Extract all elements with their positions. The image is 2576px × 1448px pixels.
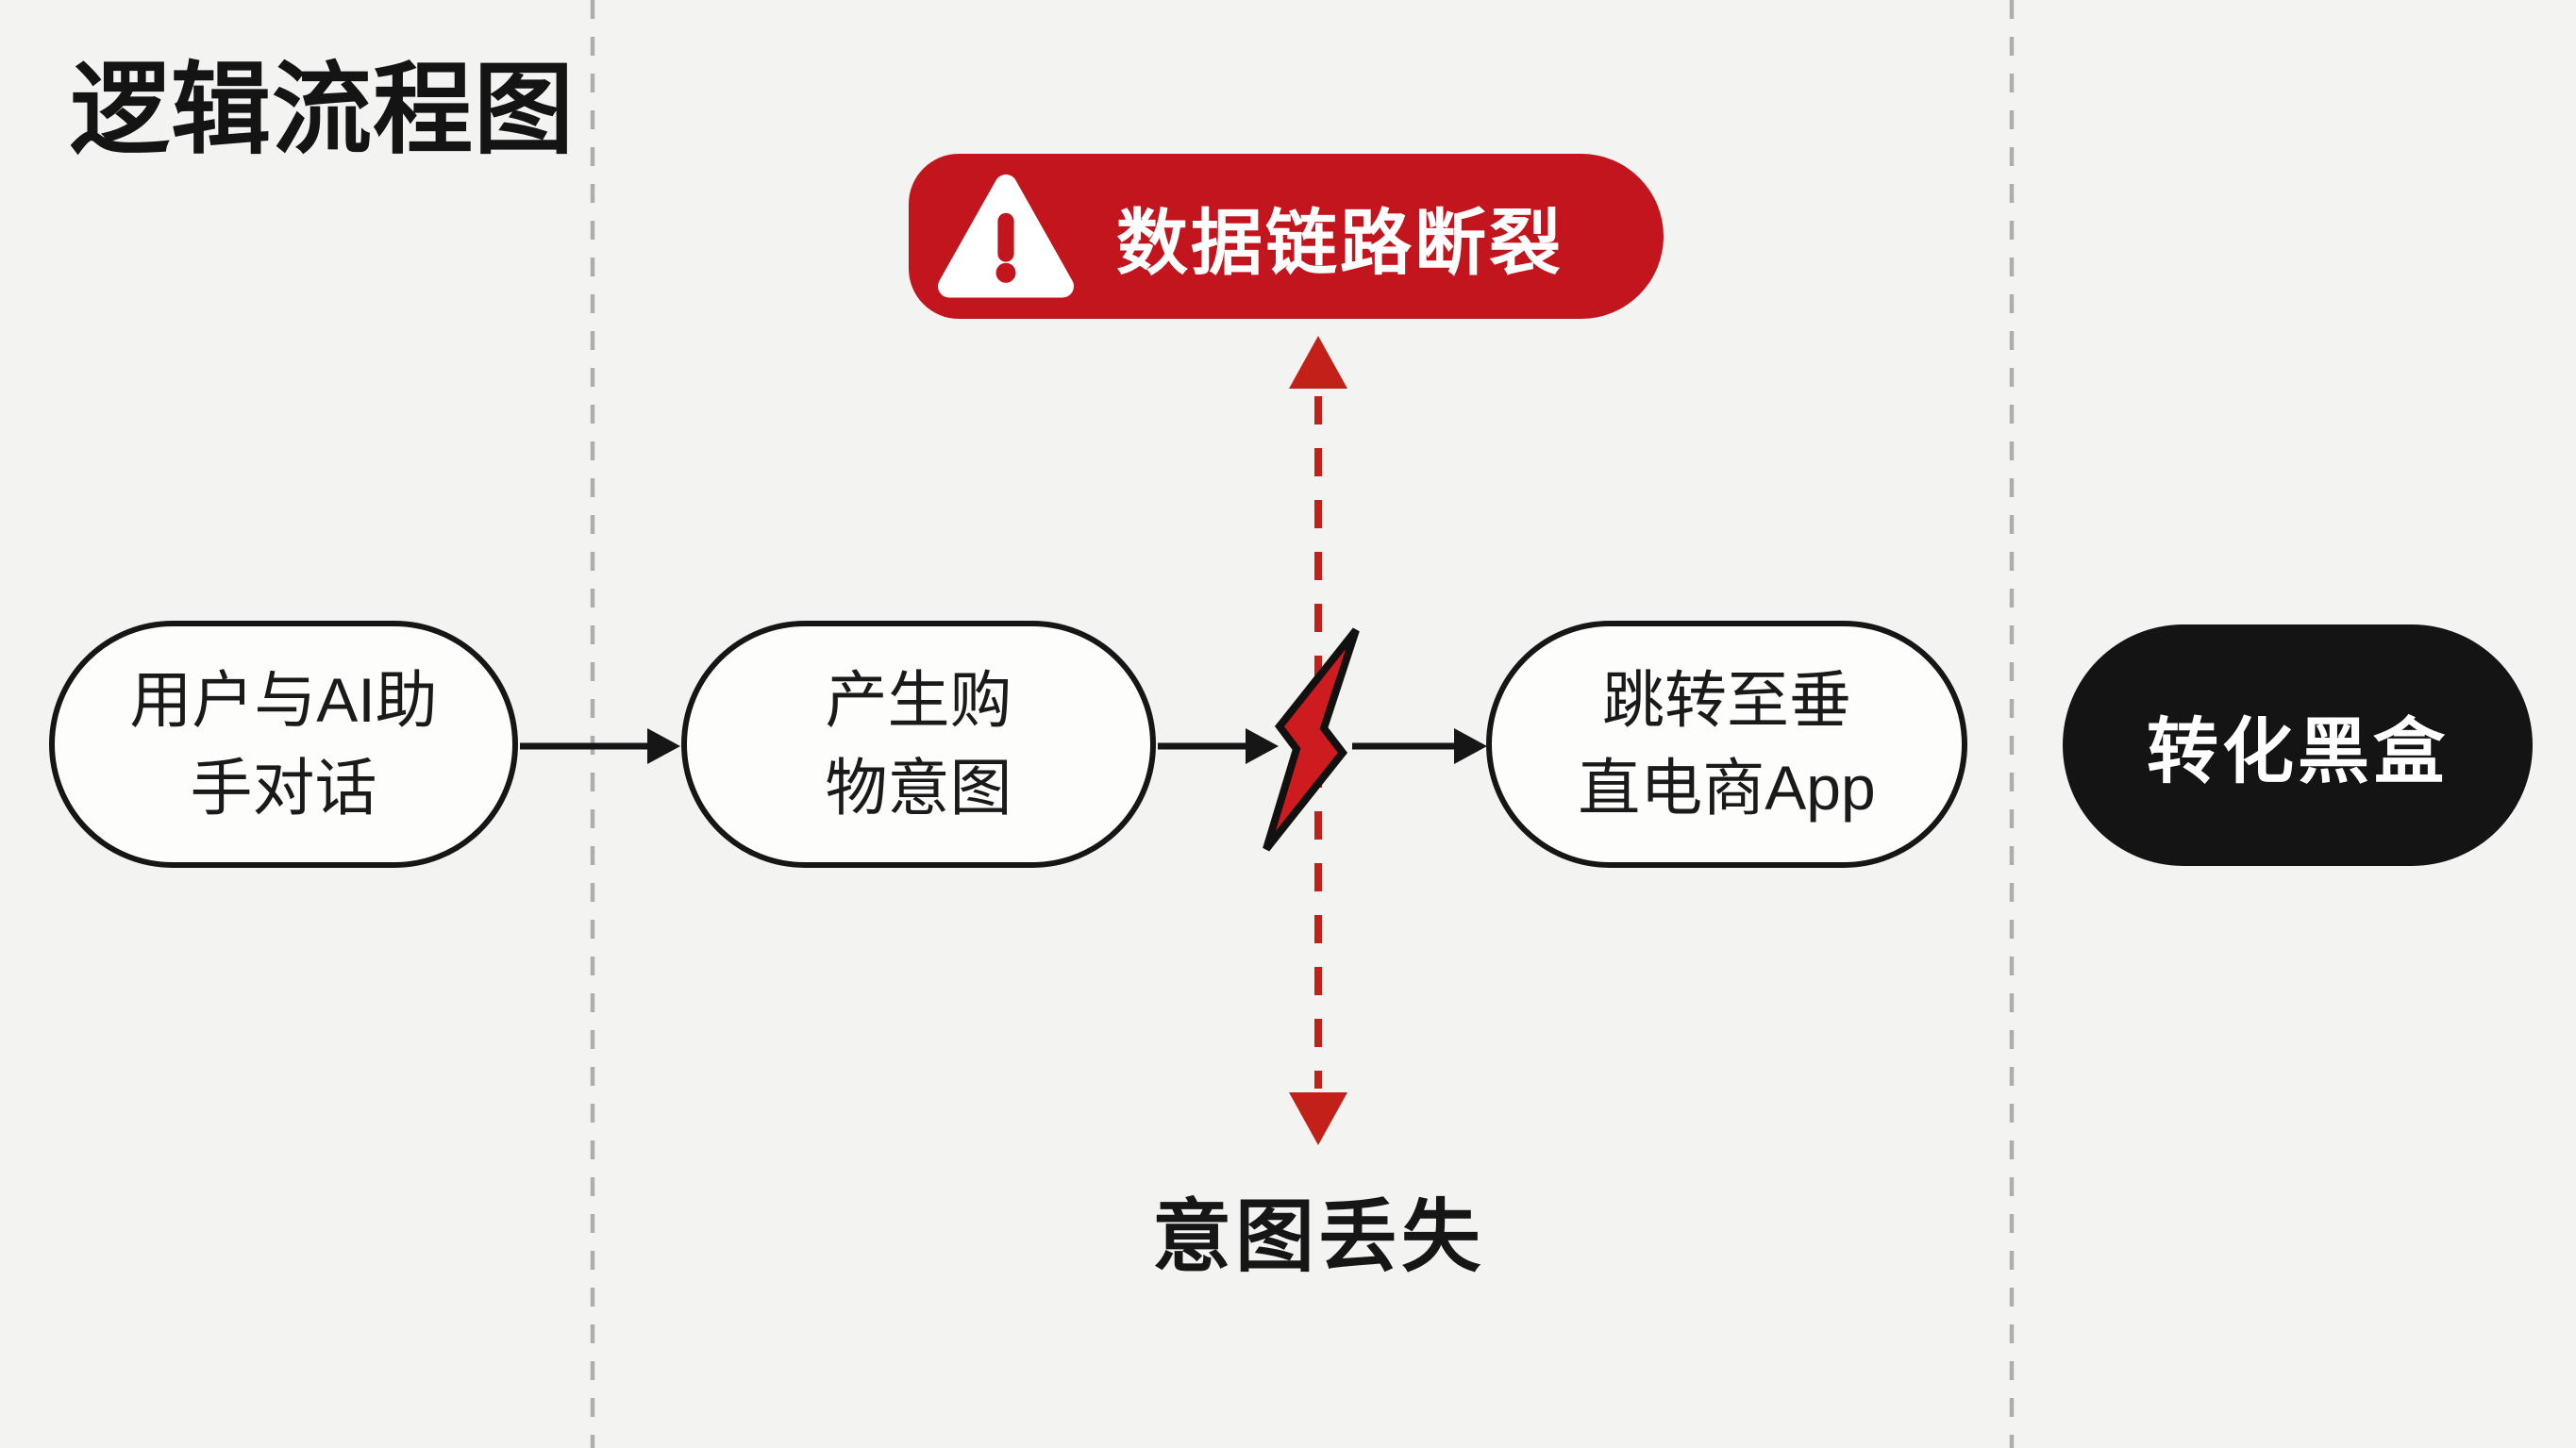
arrow-node1-to-node2 [520,728,680,764]
node-label-line: 跳转至垂 [1602,665,1851,735]
node-label-line: 直电商App [1578,753,1876,823]
flow-node-shopping-intent: 产生购 物意图 [681,621,1156,868]
flow-node-user-ai-dialog: 用户与AI助 手对话 [49,621,518,868]
arrow-bolt-to-node3 [1352,728,1487,764]
page-title: 逻辑流程图 [70,55,575,166]
node-label-line: 用户与AI助 [129,665,438,735]
lost-intent-label: 意图丢失 [1151,1192,1484,1281]
down-arrowhead-icon [1289,1092,1347,1145]
alert-badge: 数据链路断裂 [909,154,1664,319]
node-label-line: 转化黑盒 [2147,712,2449,792]
flow-node-jump-vertical-app: 跳转至垂 直电商App [1486,621,1967,868]
node-label-line: 物意图 [825,753,1012,823]
arrow-node2-to-bolt [1158,728,1279,764]
warning-triangle-icon [938,174,1074,297]
node-label-line: 手对话 [190,753,377,823]
alert-badge-label: 数据链路断裂 [1116,203,1564,284]
flow-node-conversion-blackbox: 转化黑盒 [2063,624,2533,866]
lightning-bolt-icon [1263,627,1360,852]
node-label-line: 产生购 [825,665,1012,735]
up-arrowhead-icon [1289,336,1347,389]
